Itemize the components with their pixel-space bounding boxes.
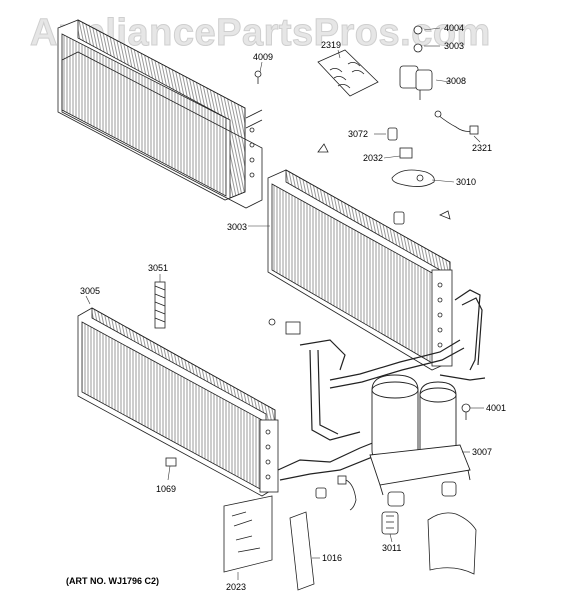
callout-2321: 2321 xyxy=(472,143,492,153)
compressor-3007 xyxy=(369,374,471,496)
callout-3011: 3011 xyxy=(382,543,401,553)
callout-3003: 3003 xyxy=(227,222,247,232)
evaporator-coil-3005 xyxy=(77,307,279,497)
callout-labels: 4004 3003 4009 2319 3008 3072 2321 2032 … xyxy=(80,23,506,592)
callout-3008: 3008 xyxy=(446,76,466,86)
callout-4004: 4004 xyxy=(444,23,464,33)
callout-3010: 3010 xyxy=(456,177,476,187)
callout-3051: 3051 xyxy=(148,263,168,273)
callout-3003-top: 3003 xyxy=(444,41,464,51)
callout-4009: 4009 xyxy=(253,52,273,62)
callout-2319: 2319 xyxy=(321,40,341,50)
upper-coil-assembly xyxy=(57,19,263,209)
refrigerant-tubing xyxy=(277,289,486,481)
callout-3007: 3007 xyxy=(472,447,492,457)
callout-1016: 1016 xyxy=(322,553,342,563)
callout-3072: 3072 xyxy=(348,129,368,139)
callout-1069: 1069 xyxy=(156,484,176,494)
art-number: (ART NO. WJ1796 C2) xyxy=(66,576,160,586)
condenser-coil-3003 xyxy=(267,169,453,371)
callout-2032: 2032 xyxy=(363,153,383,163)
leader-lines xyxy=(85,27,484,580)
callout-3005: 3005 xyxy=(80,286,100,296)
callout-4001: 4001 xyxy=(486,403,506,413)
callout-2023: 2023 xyxy=(226,582,246,592)
small-parts xyxy=(154,25,479,591)
